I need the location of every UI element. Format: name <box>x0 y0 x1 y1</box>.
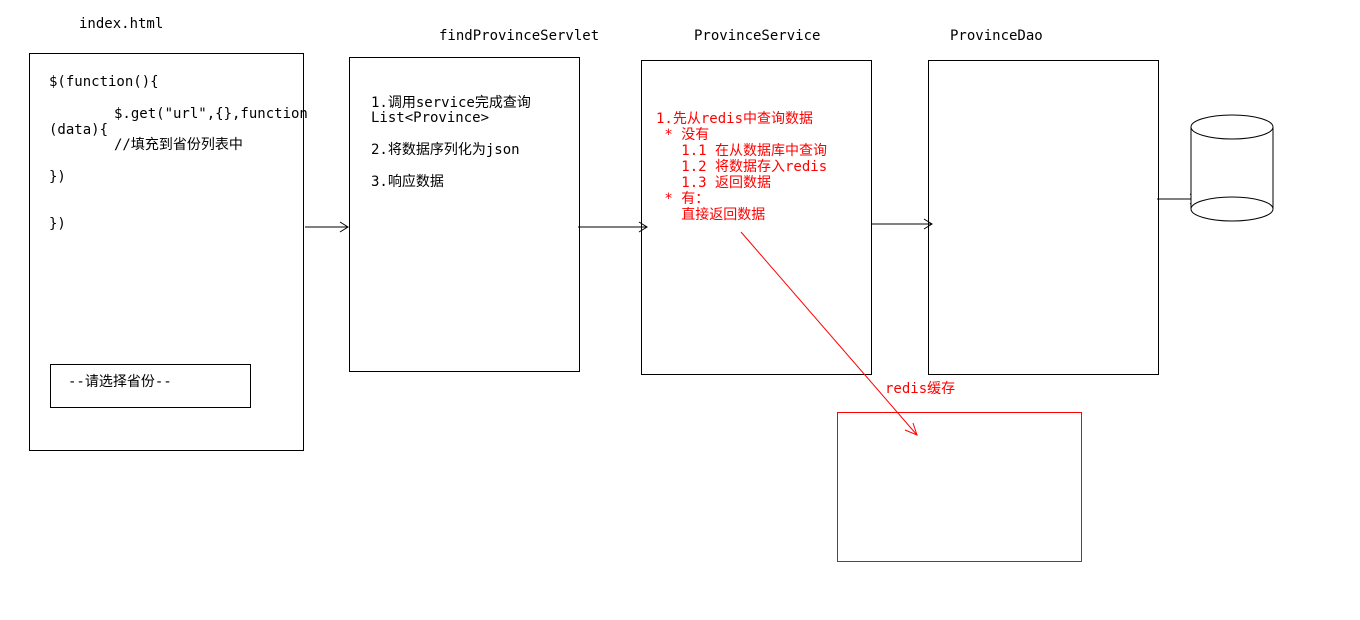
index-code-line-4: //填充到省份列表中 <box>114 137 243 153</box>
servlet-step-1-sub: List<Province> <box>371 110 490 126</box>
dao-title: ProvinceDao <box>950 28 1043 44</box>
service-box <box>641 60 872 375</box>
index-code-line-1: $(function(){ <box>49 74 159 90</box>
servlet-box <box>349 57 580 372</box>
dao-box <box>928 60 1159 375</box>
redis-cache-box <box>837 412 1082 562</box>
service-title: ProvinceService <box>694 28 821 44</box>
index-code-line-3: (data){ <box>49 122 109 138</box>
servlet-title: findProvinceServlet <box>439 28 600 44</box>
service-line-6: * 有： <box>656 191 710 207</box>
service-line-2: * 没有 <box>656 127 710 143</box>
service-line-1: 1.先从redis中查询数据 <box>656 111 814 127</box>
province-select-box <box>50 364 251 408</box>
service-line-4: 1.2 将数据存入redis <box>656 159 828 175</box>
arrow-service-to-redis <box>740 231 918 436</box>
servlet-step-2: 2.将数据序列化为json <box>371 142 520 158</box>
arrowhead-index-to-servlet <box>339 221 349 233</box>
index-title: index.html <box>79 16 164 32</box>
index-page-box <box>29 53 304 451</box>
servlet-step-3: 3.响应数据 <box>371 174 444 190</box>
arrowhead-service-to-dao <box>923 218 933 230</box>
servlet-step-1: 1.调用service完成查询 <box>371 95 531 111</box>
arrowhead-servlet-to-service <box>638 221 648 233</box>
index-code-line-5: }) <box>49 169 66 185</box>
redis-cache-label: redis缓存 <box>885 381 956 397</box>
province-select-label: --请选择省份-- <box>68 374 172 390</box>
index-code-line-6: }) <box>49 216 66 232</box>
index-code-line-2: $.get("url",{},function <box>114 106 308 122</box>
db-cylinder-icon <box>1190 114 1274 222</box>
service-line-7: 直接返回数据 <box>656 207 766 223</box>
arrowhead-service-to-redis <box>904 422 918 436</box>
service-line-3: 1.1 在从数据库中查询 <box>656 143 828 159</box>
service-line-5: 1.3 返回数据 <box>656 175 772 191</box>
